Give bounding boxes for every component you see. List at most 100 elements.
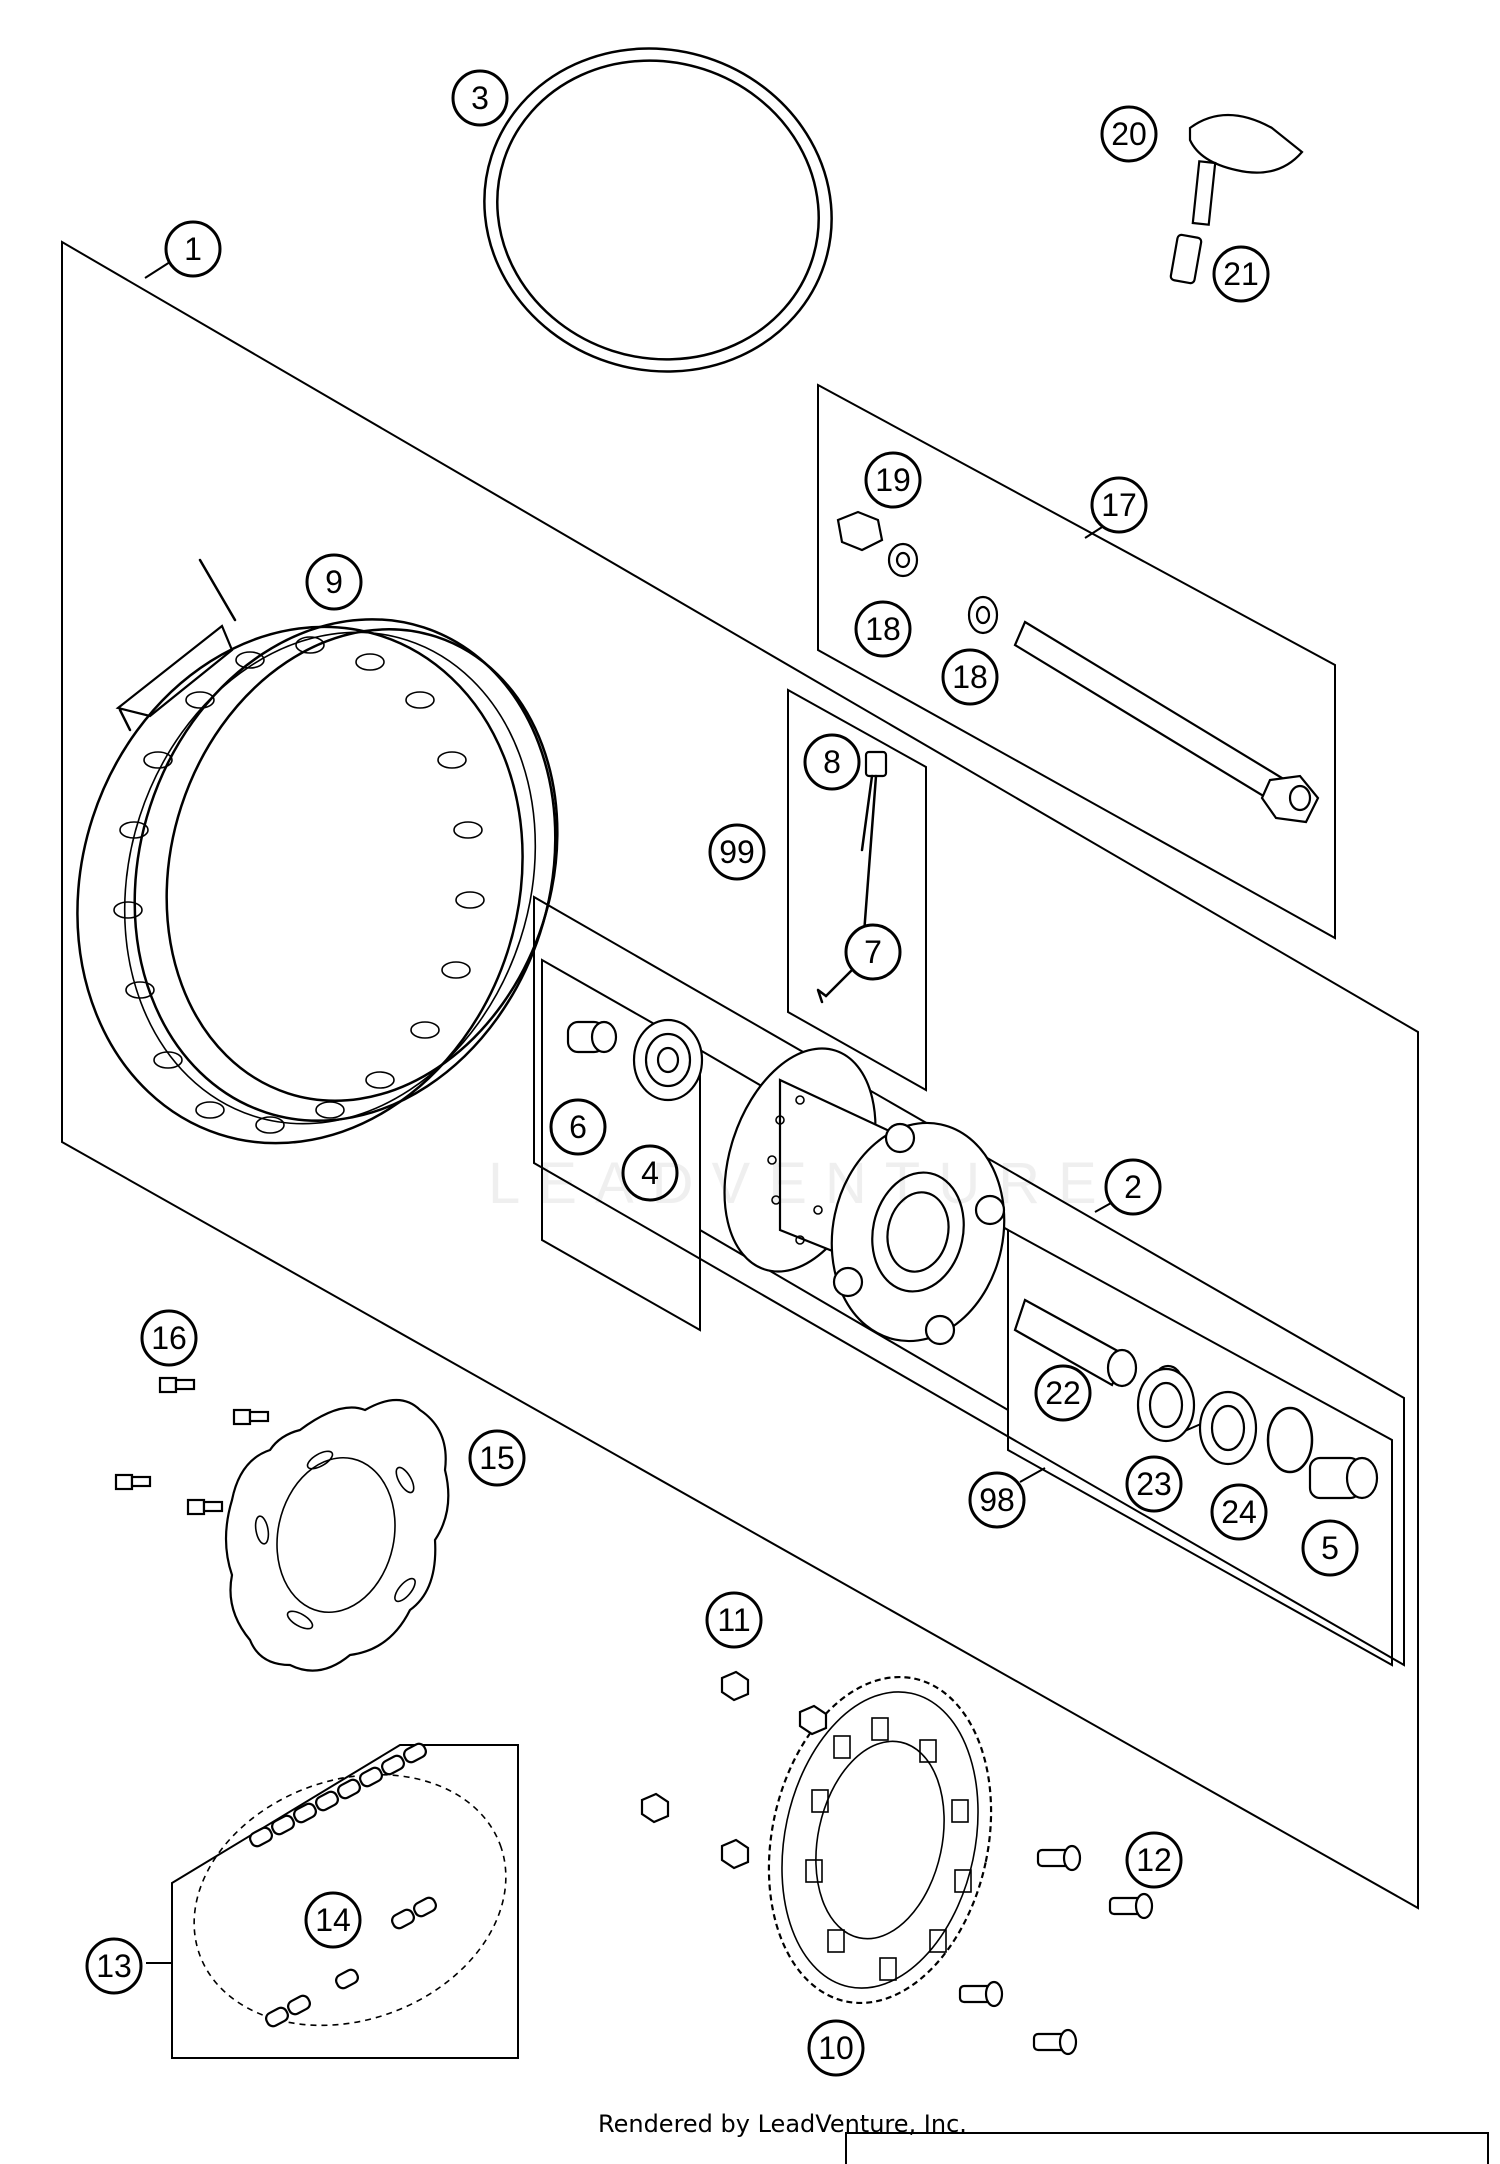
leader-1	[144, 261, 171, 279]
hub-inner-frame	[541, 958, 701, 1332]
callout-circle	[803, 733, 861, 791]
callout-circle	[140, 1309, 198, 1367]
callout-label: 5	[1321, 1530, 1339, 1566]
callout-tire-rim-tape: 3	[451, 69, 509, 127]
hub-left-parts-graphic	[566, 1018, 704, 1102]
axle-graphic	[836, 510, 1320, 824]
callout-bearing: 4	[621, 1144, 679, 1202]
callout-circle	[1100, 105, 1158, 163]
callout-circle	[1104, 1158, 1162, 1216]
callout-label: 17	[1101, 487, 1137, 523]
spoke-set-frame	[787, 688, 927, 1092]
chain-graphic	[193, 1742, 507, 2028]
callout-label: 9	[325, 564, 343, 600]
callout-label: 11	[717, 1602, 750, 1638]
callout-circle	[85, 1937, 143, 1995]
callout-circle	[468, 1429, 526, 1487]
callout-label: 16	[151, 1320, 187, 1356]
callout-label: 8	[823, 744, 841, 780]
callout-rim: 9	[305, 553, 363, 611]
callout-axle-nut: 19	[864, 451, 922, 509]
callout-label: 20	[1111, 116, 1147, 152]
callout-brake-disc: 15	[468, 1429, 526, 1487]
callout-label: 18	[865, 611, 901, 647]
callout-label: 19	[875, 462, 911, 498]
callout-circle	[844, 923, 902, 981]
callout-rear-wheel-assembly: 1	[164, 220, 222, 278]
callout-label: 22	[1045, 1375, 1081, 1411]
callout-circle	[1034, 1364, 1092, 1422]
callout-disc-bolt: 16	[140, 1309, 198, 1367]
callout-sprocket-nut: 11	[705, 1591, 763, 1649]
callout-circle	[451, 69, 509, 127]
callout-hub-assembly: 2	[1104, 1158, 1162, 1216]
watermark: LEADVENTURE	[488, 1151, 1115, 1216]
callout-hub-bearing-kit: 98	[968, 1471, 1026, 1529]
bearing-kit-frame	[1007, 1228, 1393, 1667]
callout-label: 13	[96, 1948, 132, 1984]
callout-spoke: 7	[844, 923, 902, 981]
callout-label: 18	[952, 659, 988, 695]
bearing-kit-graphic	[1013, 1298, 1379, 1500]
callout-circle	[621, 1144, 679, 1202]
callout-label: 21	[1223, 256, 1259, 292]
callout-label: 4	[641, 1155, 659, 1191]
callout-layer: 1234567891011121314151617181819202122232…	[85, 69, 1359, 2077]
callout-distance-tube: 22	[1034, 1364, 1092, 1422]
callout-circle	[1212, 245, 1270, 303]
brake-disc-graphic	[114, 1376, 450, 1672]
callout-label: 23	[1136, 1466, 1172, 1502]
callout-label: 12	[1136, 1842, 1172, 1878]
callout-washer-2: 18	[941, 648, 999, 706]
chain-frame	[171, 1744, 519, 2059]
callout-label: 7	[864, 934, 882, 970]
callout-circle	[164, 220, 222, 278]
callout-spacer: 5	[1301, 1519, 1359, 1577]
callout-valve-cap: 20	[1100, 105, 1158, 163]
callout-circle	[968, 1471, 1026, 1529]
callout-circle	[854, 600, 912, 658]
callout-label: 24	[1221, 1494, 1257, 1530]
callout-circle	[864, 451, 922, 509]
disc-bolts-graphic	[114, 1376, 270, 1516]
callout-chain-assembly: 13	[85, 1937, 143, 1995]
wheel-assembly-frame	[61, 240, 1419, 1910]
callout-circle	[549, 1098, 607, 1156]
callout-spacer-left: 6	[549, 1098, 607, 1156]
callout-circle	[807, 2019, 865, 2077]
rim-graphic	[76, 558, 559, 1145]
callout-circle	[1125, 1455, 1183, 1513]
callout-circle	[941, 648, 999, 706]
callout-label: 6	[569, 1109, 587, 1145]
callout-label: 3	[471, 80, 489, 116]
callout-circle	[304, 1891, 362, 1949]
callout-label: 1	[184, 231, 202, 267]
callout-label: 15	[479, 1440, 515, 1476]
corner-box	[845, 2132, 1489, 2164]
callout-spoke-nipple: 8	[803, 733, 861, 791]
callout-circle	[1090, 476, 1148, 534]
callout-label: 10	[818, 2030, 854, 2066]
callout-circle	[1125, 1831, 1183, 1889]
callout-circle	[708, 823, 766, 881]
axle-kit-frame	[817, 383, 1336, 940]
callout-valve-nut: 21	[1212, 245, 1270, 303]
callout-circle	[705, 1591, 763, 1649]
callout-circlip: 24	[1210, 1483, 1268, 1541]
callout-label: 14	[315, 1902, 351, 1938]
callout-rear-sprocket: 10	[807, 2019, 865, 2077]
callout-circle	[305, 553, 363, 611]
callout-label: 2	[1124, 1169, 1142, 1205]
sprocket-graphic	[640, 1670, 1154, 2056]
callout-label: 98	[979, 1482, 1015, 1518]
callout-circle	[1210, 1483, 1268, 1541]
leader-98	[1019, 1467, 1046, 1483]
callout-circle	[1301, 1519, 1359, 1577]
callout-chain-link: 14	[304, 1891, 362, 1949]
valve-graphic	[1169, 113, 1304, 285]
callout-axle-kit: 17	[1090, 476, 1148, 534]
hub-body-graphic	[723, 1047, 1006, 1346]
callout-label: 99	[719, 834, 755, 870]
callout-sprocket-bolt: 12	[1125, 1831, 1183, 1889]
